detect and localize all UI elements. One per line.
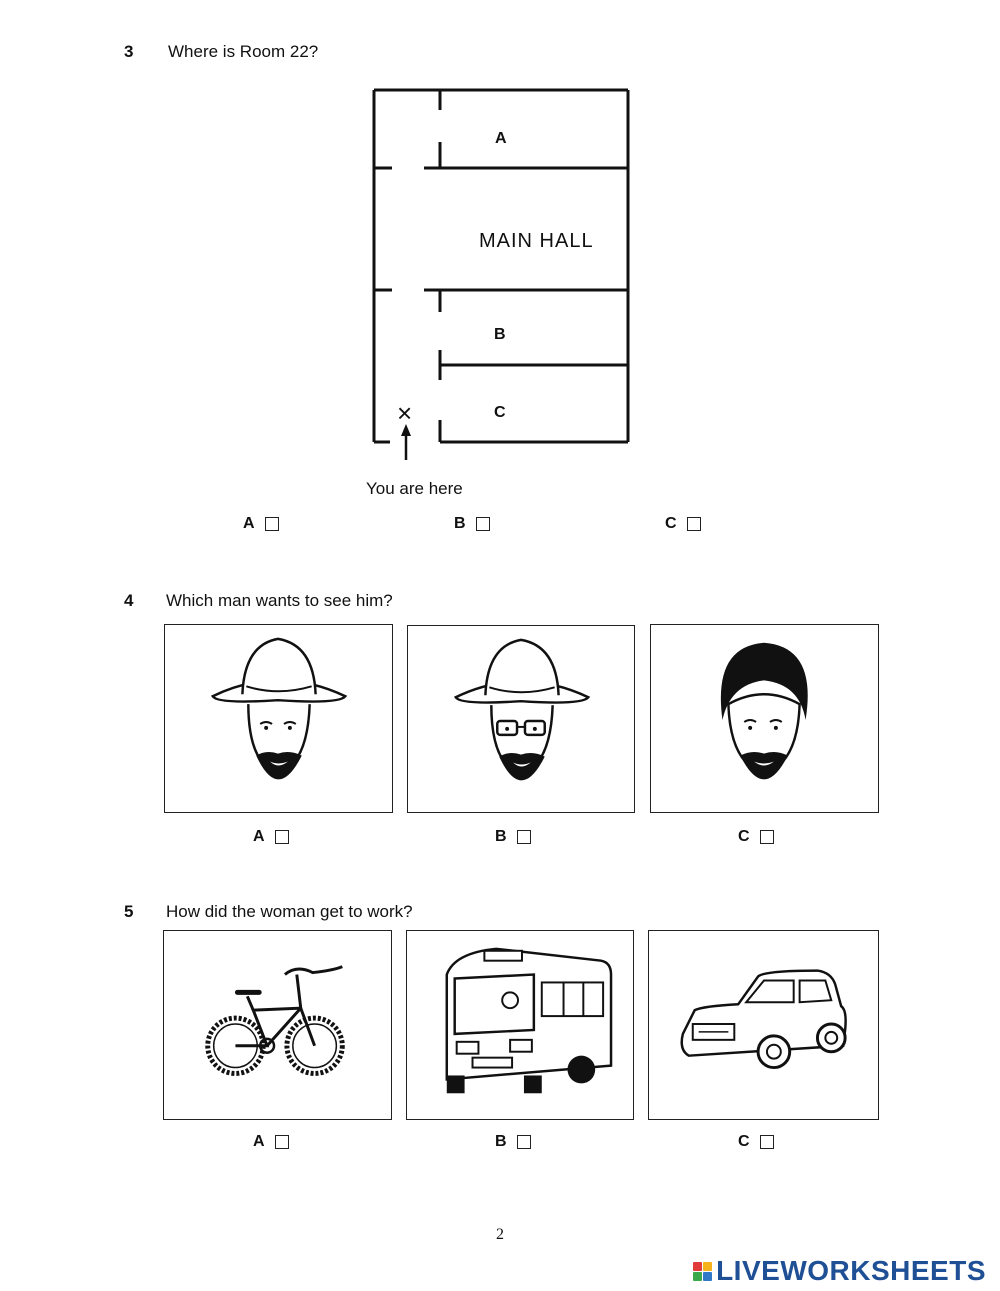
logo-square-blue (703, 1271, 713, 1281)
q5-option-c[interactable]: C (738, 1133, 774, 1151)
map-room-c-label: C (494, 404, 506, 421)
q5-option-b-checkbox[interactable] (516, 1135, 531, 1149)
question-3-text: Where is Room 22? (168, 42, 319, 61)
question-5-text: How did the woman get to work? (166, 902, 413, 921)
q5-option-c-checkbox[interactable] (759, 1135, 774, 1149)
q3-option-c-letter: C (665, 515, 677, 532)
logo-square-green (693, 1271, 703, 1281)
q4-option-a[interactable]: A (253, 828, 289, 846)
q5-option-a[interactable]: A (253, 1133, 289, 1151)
floor-plan-map (372, 88, 630, 460)
q4-option-c[interactable]: C (738, 828, 774, 846)
q3-option-c-checkbox[interactable] (686, 517, 701, 531)
page-number: 2 (496, 1226, 504, 1243)
man-with-hat-icon (211, 637, 348, 780)
q3-option-b[interactable]: B (454, 515, 490, 533)
map-main-hall-label: MAIN HALL (479, 230, 594, 252)
q4-picture-b (407, 625, 635, 813)
liveworksheets-wordmark: LIVEWORKSHEETS (716, 1255, 986, 1286)
logo-square-yellow (703, 1261, 713, 1271)
q5-option-b[interactable]: B (495, 1133, 531, 1151)
bicycle-icon (205, 965, 345, 1076)
q3-option-b-checkbox[interactable] (475, 517, 490, 531)
q4-picture-a (164, 624, 393, 813)
man-with-hat-and-glasses-icon (454, 638, 591, 781)
q4-picture-c (650, 624, 879, 813)
q4-option-b-checkbox[interactable] (516, 830, 531, 844)
q3-option-c[interactable]: C (665, 515, 701, 533)
question-3-number: 3 (124, 42, 134, 61)
question-4-number: 4 (124, 591, 134, 610)
man-with-dark-hair-icon (720, 642, 808, 780)
car-icon (680, 969, 847, 1070)
q5-option-b-letter: B (495, 1133, 507, 1150)
q5-option-c-letter: C (738, 1133, 750, 1150)
question-4-text: Which man wants to see him? (166, 591, 393, 610)
q4-option-b-letter: B (495, 828, 507, 845)
q5-picture-c (648, 930, 879, 1120)
q3-option-a[interactable]: A (243, 515, 279, 533)
q5-picture-a (163, 930, 392, 1120)
map-room-b-label: B (494, 326, 506, 343)
liveworksheets-logo-icon (693, 1261, 713, 1281)
q4-option-b[interactable]: B (495, 828, 531, 846)
you-are-here-label: You are here (366, 479, 463, 498)
q3-option-a-letter: A (243, 515, 255, 532)
q5-picture-b (406, 930, 634, 1120)
q4-option-c-checkbox[interactable] (759, 830, 774, 844)
q4-option-a-letter: A (253, 828, 265, 845)
you-are-here-marker: × (397, 398, 413, 428)
logo-square-red (693, 1261, 703, 1271)
question-5-number: 5 (124, 902, 134, 921)
bus-icon (445, 947, 613, 1094)
q4-option-a-checkbox[interactable] (274, 830, 289, 844)
q3-option-b-letter: B (454, 515, 466, 532)
map-room-a-label: A (495, 130, 507, 147)
q5-option-a-checkbox[interactable] (274, 1135, 289, 1149)
liveworksheets-brand[interactable]: LIVEWORKSHEETS (693, 1255, 986, 1287)
q5-option-a-letter: A (253, 1133, 265, 1150)
q3-option-a-checkbox[interactable] (264, 517, 279, 531)
q4-option-c-letter: C (738, 828, 750, 845)
